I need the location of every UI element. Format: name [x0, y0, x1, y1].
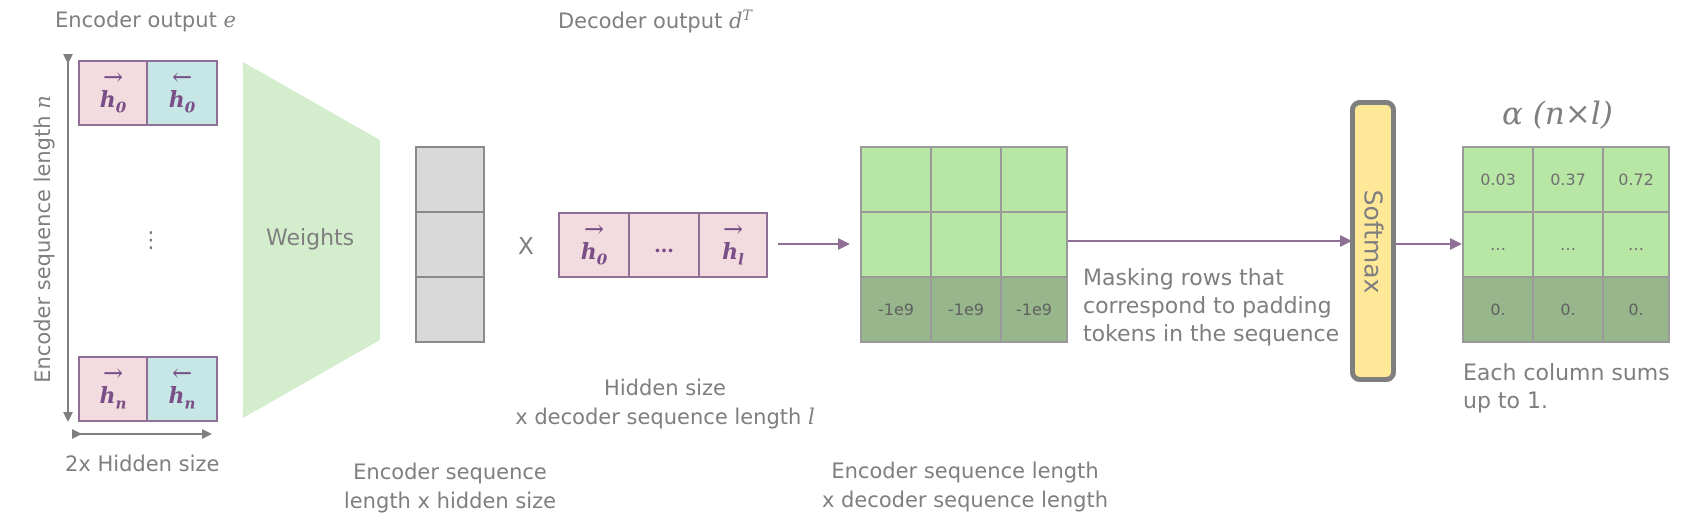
- scores-cell: [1000, 211, 1068, 278]
- weights-matrix-cell: [415, 211, 485, 278]
- scores-cell: [1000, 146, 1068, 213]
- scores-mask-cell: -1e9: [1000, 276, 1068, 343]
- decoder-title: Decoder output dT: [558, 8, 752, 33]
- alpha-mask-cell: 0.: [1602, 276, 1670, 343]
- weights-label: Weights: [266, 226, 355, 251]
- hidden-size-label: 2x Hidden size: [65, 452, 220, 476]
- alpha-cell: …: [1462, 211, 1534, 278]
- scores-cell: [860, 146, 932, 213]
- scores-cell: [930, 146, 1002, 213]
- alpha-cell: 0.72: [1602, 146, 1670, 213]
- encoder-backward-hn-cell: ← hn: [146, 356, 218, 422]
- alpha-cell: …: [1532, 211, 1604, 278]
- decoder-label: Hidden size x decoder sequence length l: [515, 376, 815, 429]
- multiply-symbol: X: [518, 234, 534, 260]
- softmax-box: Softmax: [1350, 100, 1396, 382]
- scores-cell: [860, 211, 932, 278]
- alpha-title: α (n×l): [1502, 96, 1613, 132]
- alpha-mask-cell: 0.: [1532, 276, 1604, 343]
- weights-trapezoid: [243, 62, 380, 418]
- weights-matrix-cell: [415, 276, 485, 343]
- alpha-cell: 0.03: [1462, 146, 1534, 213]
- masking-note: Masking rows that correspond to padding …: [1083, 266, 1340, 347]
- scores-label: Encoder sequence length x decoder sequen…: [821, 459, 1109, 512]
- alpha-cell: 0.37: [1532, 146, 1604, 213]
- encoder-forward-h0-cell: → h0: [78, 60, 148, 126]
- scores-mask-cell: -1e9: [930, 276, 1002, 343]
- decoder-ellipsis-cell: …: [628, 212, 700, 278]
- scores-cell: [930, 211, 1002, 278]
- encoder-forward-hn-cell: → hn: [78, 356, 148, 422]
- alpha-cell: …: [1602, 211, 1670, 278]
- weights-matrix-cell: [415, 146, 485, 213]
- encoder-length-label: Encoder sequence length n: [31, 95, 55, 383]
- scores-mask-cell: -1e9: [860, 276, 932, 343]
- alpha-mask-cell: 0.: [1462, 276, 1534, 343]
- encoder-backward-h0-cell: ← h0: [146, 60, 218, 126]
- decoder-hl-cell: → hl: [698, 212, 768, 278]
- encoder-title: Encoder output e: [55, 8, 236, 32]
- decoder-h0-cell: → h0: [558, 212, 630, 278]
- column-sum-note: Each column sums up to 1.: [1463, 361, 1670, 414]
- weights-matrix-label: Encoder sequence length x hidden size: [343, 460, 557, 513]
- encoder-vertical-dots: ⋮: [140, 228, 162, 253]
